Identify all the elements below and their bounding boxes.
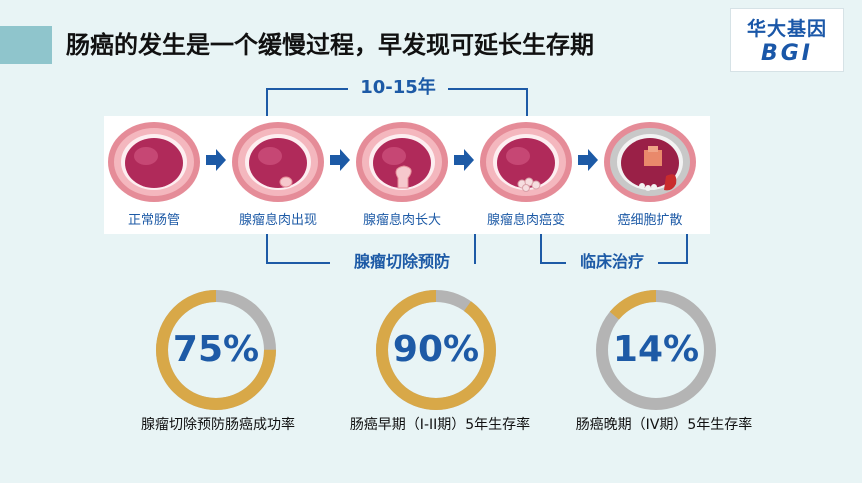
stage-large-polyp: 腺瘤息肉长大 [354,120,450,228]
stat-value: 75% [172,329,260,370]
stage-cancer-spread: 癌细胞扩散 [602,120,698,228]
arrow-right-icon [454,149,474,171]
stage-label-small-polyp: 腺瘤息肉出现 [238,213,317,228]
donut-chart [376,290,496,410]
donut-chart [596,290,716,410]
stage-cancerous-polyp: 腺瘤息肉癌变 [478,120,574,228]
stat-value: 14% [612,329,700,370]
stage-label-large-polyp: 腺瘤息肉长大 [362,213,441,228]
arrow-right-icon [578,149,598,171]
cancer-spread-icon [604,122,696,202]
cancerous-polyp-icon [480,122,572,202]
normal-colon-icon [108,122,200,202]
small-polyp-icon [232,122,324,202]
donut-chart [156,290,276,410]
stage-small-polyp: 腺瘤息肉出现 [230,120,326,228]
title-accent-bar [0,26,52,64]
stat-caption: 腺瘤切除预防肠癌成功率 [141,417,295,433]
logo-english-text: BGI [760,41,813,66]
stage-normal: 正常肠管 [106,120,202,228]
prevention-label: 腺瘤切除预防 [330,251,474,273]
arrow-right-icon [206,149,226,171]
progression-panel: 正常肠管 腺瘤息肉出现 腺瘤息肉长大 [104,116,710,234]
stat-donut-late-survival: 14% [594,288,718,412]
stat-caption: 肠癌早期（I-II期）5年生存率 [349,417,531,433]
stat-caption: 肠癌晚期（IV期）5年生存率 [575,417,753,433]
stat-donut-early-survival: 90% [374,288,498,412]
logo-chinese-text: 华大基因 [746,18,827,40]
stage-label-cancer-spread: 癌细胞扩散 [617,213,683,228]
large-polyp-icon [356,122,448,202]
stat-value: 90% [392,329,480,370]
stat-donut-adenoma-removal: 75% [154,288,278,412]
bgi-logo: 华大基因 BGI [730,8,844,72]
stage-label-normal: 正常肠管 [127,213,180,228]
stage-label-cancerous-polyp: 腺瘤息肉癌变 [486,213,565,228]
timespan-label: 10-15年 [348,77,448,99]
page-title: 肠癌的发生是一个缓慢过程，早发现可延长生存期 [66,30,594,59]
treatment-label: 临床治疗 [566,251,658,273]
arrow-right-icon [330,149,350,171]
